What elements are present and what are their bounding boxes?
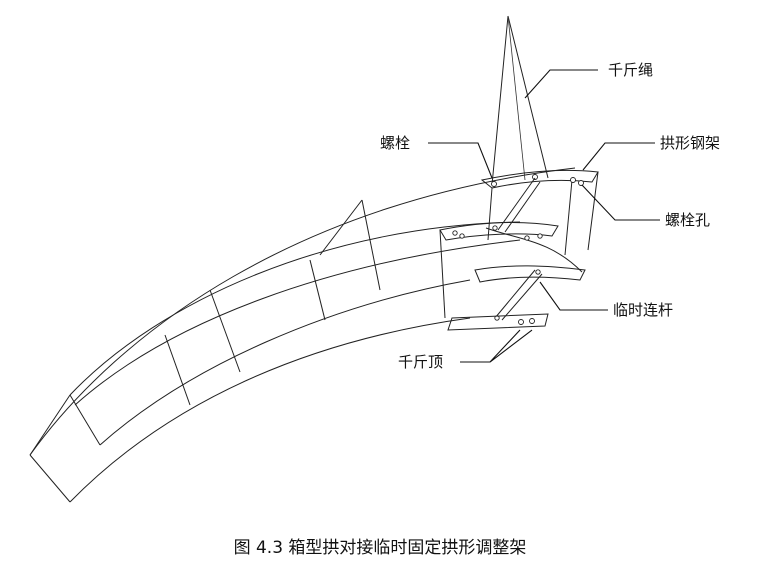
bolt-hole: [570, 177, 576, 183]
arch-segment-division: [209, 289, 241, 373]
leader-temporary-link-rod: [539, 281, 608, 311]
arch-segment-division: [319, 199, 363, 256]
arch-top-edge: [29, 167, 576, 456]
bolt: [491, 181, 497, 187]
arch-left-end: [29, 394, 101, 503]
temporary-link-rods: [494, 177, 543, 321]
arch-upper-inner-edge: [69, 221, 521, 396]
leader-arch-steel-frame: [582, 142, 655, 171]
leader-lines: [428, 69, 660, 363]
figure-caption: 图 4.3 箱型拱对接临时固定拱形调整架: [234, 538, 527, 558]
bolt-hole: [578, 180, 584, 186]
label-bolt-hole: 螺栓孔: [665, 211, 710, 229]
arch-segment-division: [164, 334, 191, 406]
leader-bolt-hole: [581, 184, 660, 221]
arch-steel-frame-upper: [480, 169, 599, 256]
label-jack-rope: 千斤绳: [608, 61, 653, 79]
bolt-hole: [532, 174, 538, 180]
arch-segment-division: [361, 199, 381, 291]
label-bolt: 螺栓: [380, 134, 410, 152]
leader-jack-rope: [524, 69, 598, 99]
arch-middle-edge: [74, 239, 521, 406]
label-arch-steel-frame: 拱形钢架: [660, 134, 720, 152]
box-arch: [29, 167, 576, 503]
arch-segment-division: [309, 259, 326, 321]
leader-jack: [460, 329, 533, 363]
jack-rope: [491, 15, 549, 186]
arch-steel-frame-middle: [439, 222, 583, 319]
arch-bottom-edge: [69, 317, 471, 503]
label-jack: 千斤顶: [398, 353, 443, 371]
leader-bolt: [428, 142, 493, 179]
arch-lower-middle-edge: [99, 279, 471, 446]
arch-steel-frame-lower: [447, 265, 586, 331]
label-temporary-link-rod: 临时连杆: [613, 301, 673, 319]
